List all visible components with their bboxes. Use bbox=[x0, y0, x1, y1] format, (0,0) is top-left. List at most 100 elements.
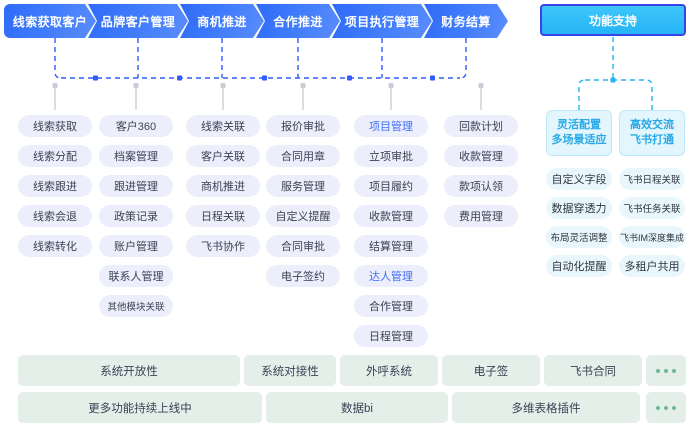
support-highlight-card[interactable]: 高效交流飞书打通 bbox=[619, 110, 685, 156]
pill-item[interactable]: 客户360 bbox=[99, 115, 173, 137]
bottom-bar-more[interactable] bbox=[646, 355, 686, 386]
pill-label: 账户管理 bbox=[114, 241, 158, 253]
pill-item[interactable]: 服务管理 bbox=[266, 175, 340, 197]
pill-label: 其他模块关联 bbox=[107, 302, 165, 313]
pill-item[interactable]: 款项认领 bbox=[444, 175, 518, 197]
support-header-label: 功能支持 bbox=[588, 13, 637, 28]
pill-item[interactable]: 电子签约 bbox=[266, 265, 340, 287]
flow-stage-1[interactable]: 品牌客户管理 bbox=[88, 4, 188, 38]
bottom-bar-label: 系统开放性 bbox=[100, 365, 158, 378]
flow-stage-3[interactable]: 合作推进 bbox=[256, 4, 340, 38]
support-pill-label: 布局灵活调整 bbox=[550, 233, 608, 244]
pill-item[interactable]: 自定义提醒 bbox=[266, 205, 340, 227]
pill-item[interactable]: 合同用章 bbox=[266, 145, 340, 167]
flow-stage-label: 合作推进 bbox=[273, 14, 323, 29]
bottom-bar[interactable]: 系统开放性 bbox=[18, 355, 240, 386]
pill-label: 合同用章 bbox=[281, 151, 325, 163]
pill-item[interactable]: 账户管理 bbox=[99, 235, 173, 257]
pill-item[interactable]: 线索分配 bbox=[18, 145, 92, 167]
flow-stage-0[interactable]: 线索获取客户 bbox=[4, 4, 96, 38]
flow-stage-5[interactable]: 财务结算 bbox=[424, 4, 508, 38]
support-card-line2: 飞书打通 bbox=[630, 134, 674, 146]
pill-item[interactable]: 档案管理 bbox=[99, 145, 173, 167]
pill-item[interactable]: 日程关联 bbox=[186, 205, 260, 227]
pill-label: 服务管理 bbox=[281, 181, 325, 193]
pill-item[interactable]: 联系人管理 bbox=[99, 265, 173, 287]
pill-label: 档案管理 bbox=[114, 151, 158, 163]
pill-label: 线索分配 bbox=[33, 151, 77, 163]
bottom-bar[interactable]: 系统对接性 bbox=[244, 355, 336, 386]
pill-label: 费用管理 bbox=[459, 211, 503, 223]
bottom-bar[interactable]: 飞书合同 bbox=[544, 355, 642, 386]
pill-item[interactable]: 项目履约 bbox=[354, 175, 428, 197]
pill-item[interactable]: 收款管理 bbox=[444, 145, 518, 167]
support-pill-item[interactable]: 多租户共用 bbox=[619, 255, 685, 277]
pill-label: 合作管理 bbox=[369, 301, 413, 313]
pill-item[interactable]: 政策记录 bbox=[99, 205, 173, 227]
pill-item[interactable]: 线索会退 bbox=[18, 205, 92, 227]
support-pill-item[interactable]: 飞书日程关联 bbox=[619, 168, 685, 190]
support-pill-item[interactable]: 自定义字段 bbox=[546, 168, 612, 190]
pill-item[interactable]: 客户关联 bbox=[186, 145, 260, 167]
pill-item[interactable]: 费用管理 bbox=[444, 205, 518, 227]
support-pill-item[interactable]: 自动化提醒 bbox=[546, 255, 612, 277]
pill-item[interactable]: 线索获取 bbox=[18, 115, 92, 137]
pill-item[interactable]: 收款管理 bbox=[354, 205, 428, 227]
bottom-bar-label: 数据bi bbox=[341, 402, 373, 415]
pill-item[interactable]: 立项审批 bbox=[354, 145, 428, 167]
pill-label: 线索关联 bbox=[201, 121, 245, 133]
support-pill-item[interactable]: 飞书任务关联 bbox=[619, 197, 685, 219]
pill-item[interactable]: 合作管理 bbox=[354, 295, 428, 317]
support-card-line1: 灵活配置 bbox=[557, 119, 601, 131]
pill-label: 项目管理 bbox=[369, 121, 413, 133]
pill-label: 线索转化 bbox=[33, 241, 77, 253]
bottom-bar[interactable]: 更多功能持续上线中 bbox=[18, 392, 262, 423]
pill-item[interactable]: 项目管理 bbox=[354, 115, 428, 137]
bottom-bar-label: 电子签 bbox=[473, 365, 509, 378]
pill-label: 项目履约 bbox=[369, 181, 413, 193]
pill-item[interactable]: 线索跟进 bbox=[18, 175, 92, 197]
flow-stage-label: 品牌客户管理 bbox=[100, 14, 176, 29]
pill-label: 合同审批 bbox=[281, 241, 325, 253]
pill-item[interactable]: 线索关联 bbox=[186, 115, 260, 137]
bottom-bar[interactable]: 电子签 bbox=[442, 355, 540, 386]
pill-item[interactable]: 日程管理 bbox=[354, 325, 428, 347]
pill-label: 日程管理 bbox=[369, 331, 413, 343]
bottom-bar-label: 更多功能持续上线中 bbox=[88, 402, 192, 415]
flow-stage-4[interactable]: 项目执行管理 bbox=[332, 4, 432, 38]
pill-item[interactable]: 线索转化 bbox=[18, 235, 92, 257]
support-pill-label: 飞书任务关联 bbox=[623, 204, 681, 215]
bottom-bar[interactable]: 外呼系统 bbox=[340, 355, 438, 386]
pill-item[interactable]: 达人管理 bbox=[354, 265, 428, 287]
support-pill-item[interactable]: 布局灵活调整 bbox=[546, 226, 612, 248]
bottom-bar[interactable]: 数据bi bbox=[266, 392, 448, 423]
pill-label: 客户360 bbox=[115, 121, 157, 133]
pill-item[interactable]: 跟进管理 bbox=[99, 175, 173, 197]
support-highlight-card[interactable]: 灵活配置多场景适应 bbox=[546, 110, 612, 156]
flow-stage-2[interactable]: 商机推进 bbox=[180, 4, 264, 38]
more-dots-icon bbox=[656, 368, 676, 373]
support-header-box[interactable]: 功能支持 bbox=[540, 4, 686, 36]
support-pill-item[interactable]: 飞书IM深度集成 bbox=[619, 226, 685, 248]
bottom-bar-more[interactable] bbox=[646, 392, 686, 423]
pill-label: 客户关联 bbox=[201, 151, 245, 163]
flow-stage-label: 线索获取客户 bbox=[12, 14, 88, 29]
support-pill-item[interactable]: 数据穿透力 bbox=[546, 197, 612, 219]
pill-item[interactable]: 商机推进 bbox=[186, 175, 260, 197]
pill-label: 日程关联 bbox=[201, 211, 245, 223]
pill-label: 跟进管理 bbox=[114, 181, 158, 193]
flow-stage-label: 项目执行管理 bbox=[344, 14, 420, 29]
bottom-bar-label: 外呼系统 bbox=[366, 365, 412, 378]
bottom-bar-label: 系统对接性 bbox=[261, 365, 319, 378]
pill-item[interactable]: 结算管理 bbox=[354, 235, 428, 257]
pill-label: 回款计划 bbox=[459, 121, 503, 133]
pill-label: 飞书协作 bbox=[201, 241, 245, 253]
pill-item[interactable]: 其他模块关联 bbox=[99, 295, 173, 317]
bottom-bar[interactable]: 多维表格插件 bbox=[452, 392, 640, 423]
pill-item[interactable]: 合同审批 bbox=[266, 235, 340, 257]
pill-item[interactable]: 飞书协作 bbox=[186, 235, 260, 257]
support-pill-label: 自动化提醒 bbox=[551, 261, 607, 273]
pill-item[interactable]: 报价审批 bbox=[266, 115, 340, 137]
pill-item[interactable]: 回款计划 bbox=[444, 115, 518, 137]
pill-label: 立项审批 bbox=[369, 151, 413, 163]
